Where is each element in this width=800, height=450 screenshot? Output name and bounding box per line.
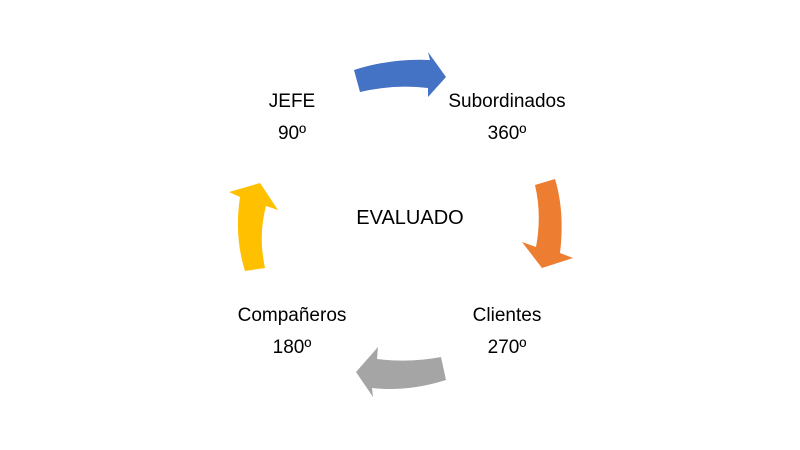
arrow-subordinados-to-clientes [522, 179, 573, 268]
node-clientes-value: 270º [487, 337, 527, 358]
node-jefe-value: 90º [277, 123, 307, 144]
node-jefe: JEFE 90º [212, 86, 372, 150]
arrow-companeros-to-jefe [229, 183, 278, 271]
node-companeros-value: 180º [272, 337, 312, 358]
node-subordinados-value: 360º [487, 123, 527, 144]
node-clientes: Clientes 270º [427, 300, 587, 364]
node-subordinados: Subordinados 360º [427, 86, 587, 150]
center-label: EVALUADO [356, 207, 464, 229]
node-companeros-label: Compañeros [237, 305, 347, 326]
node-clientes-label: Clientes [472, 305, 542, 326]
node-companeros: Compañeros 180º [212, 300, 372, 364]
node-jefe-label: JEFE [268, 91, 316, 112]
arrow-clientes-to-companeros [356, 347, 446, 397]
node-subordinados-label: Subordinados [448, 91, 566, 112]
arrow-jefe-to-subordinados [354, 52, 446, 97]
